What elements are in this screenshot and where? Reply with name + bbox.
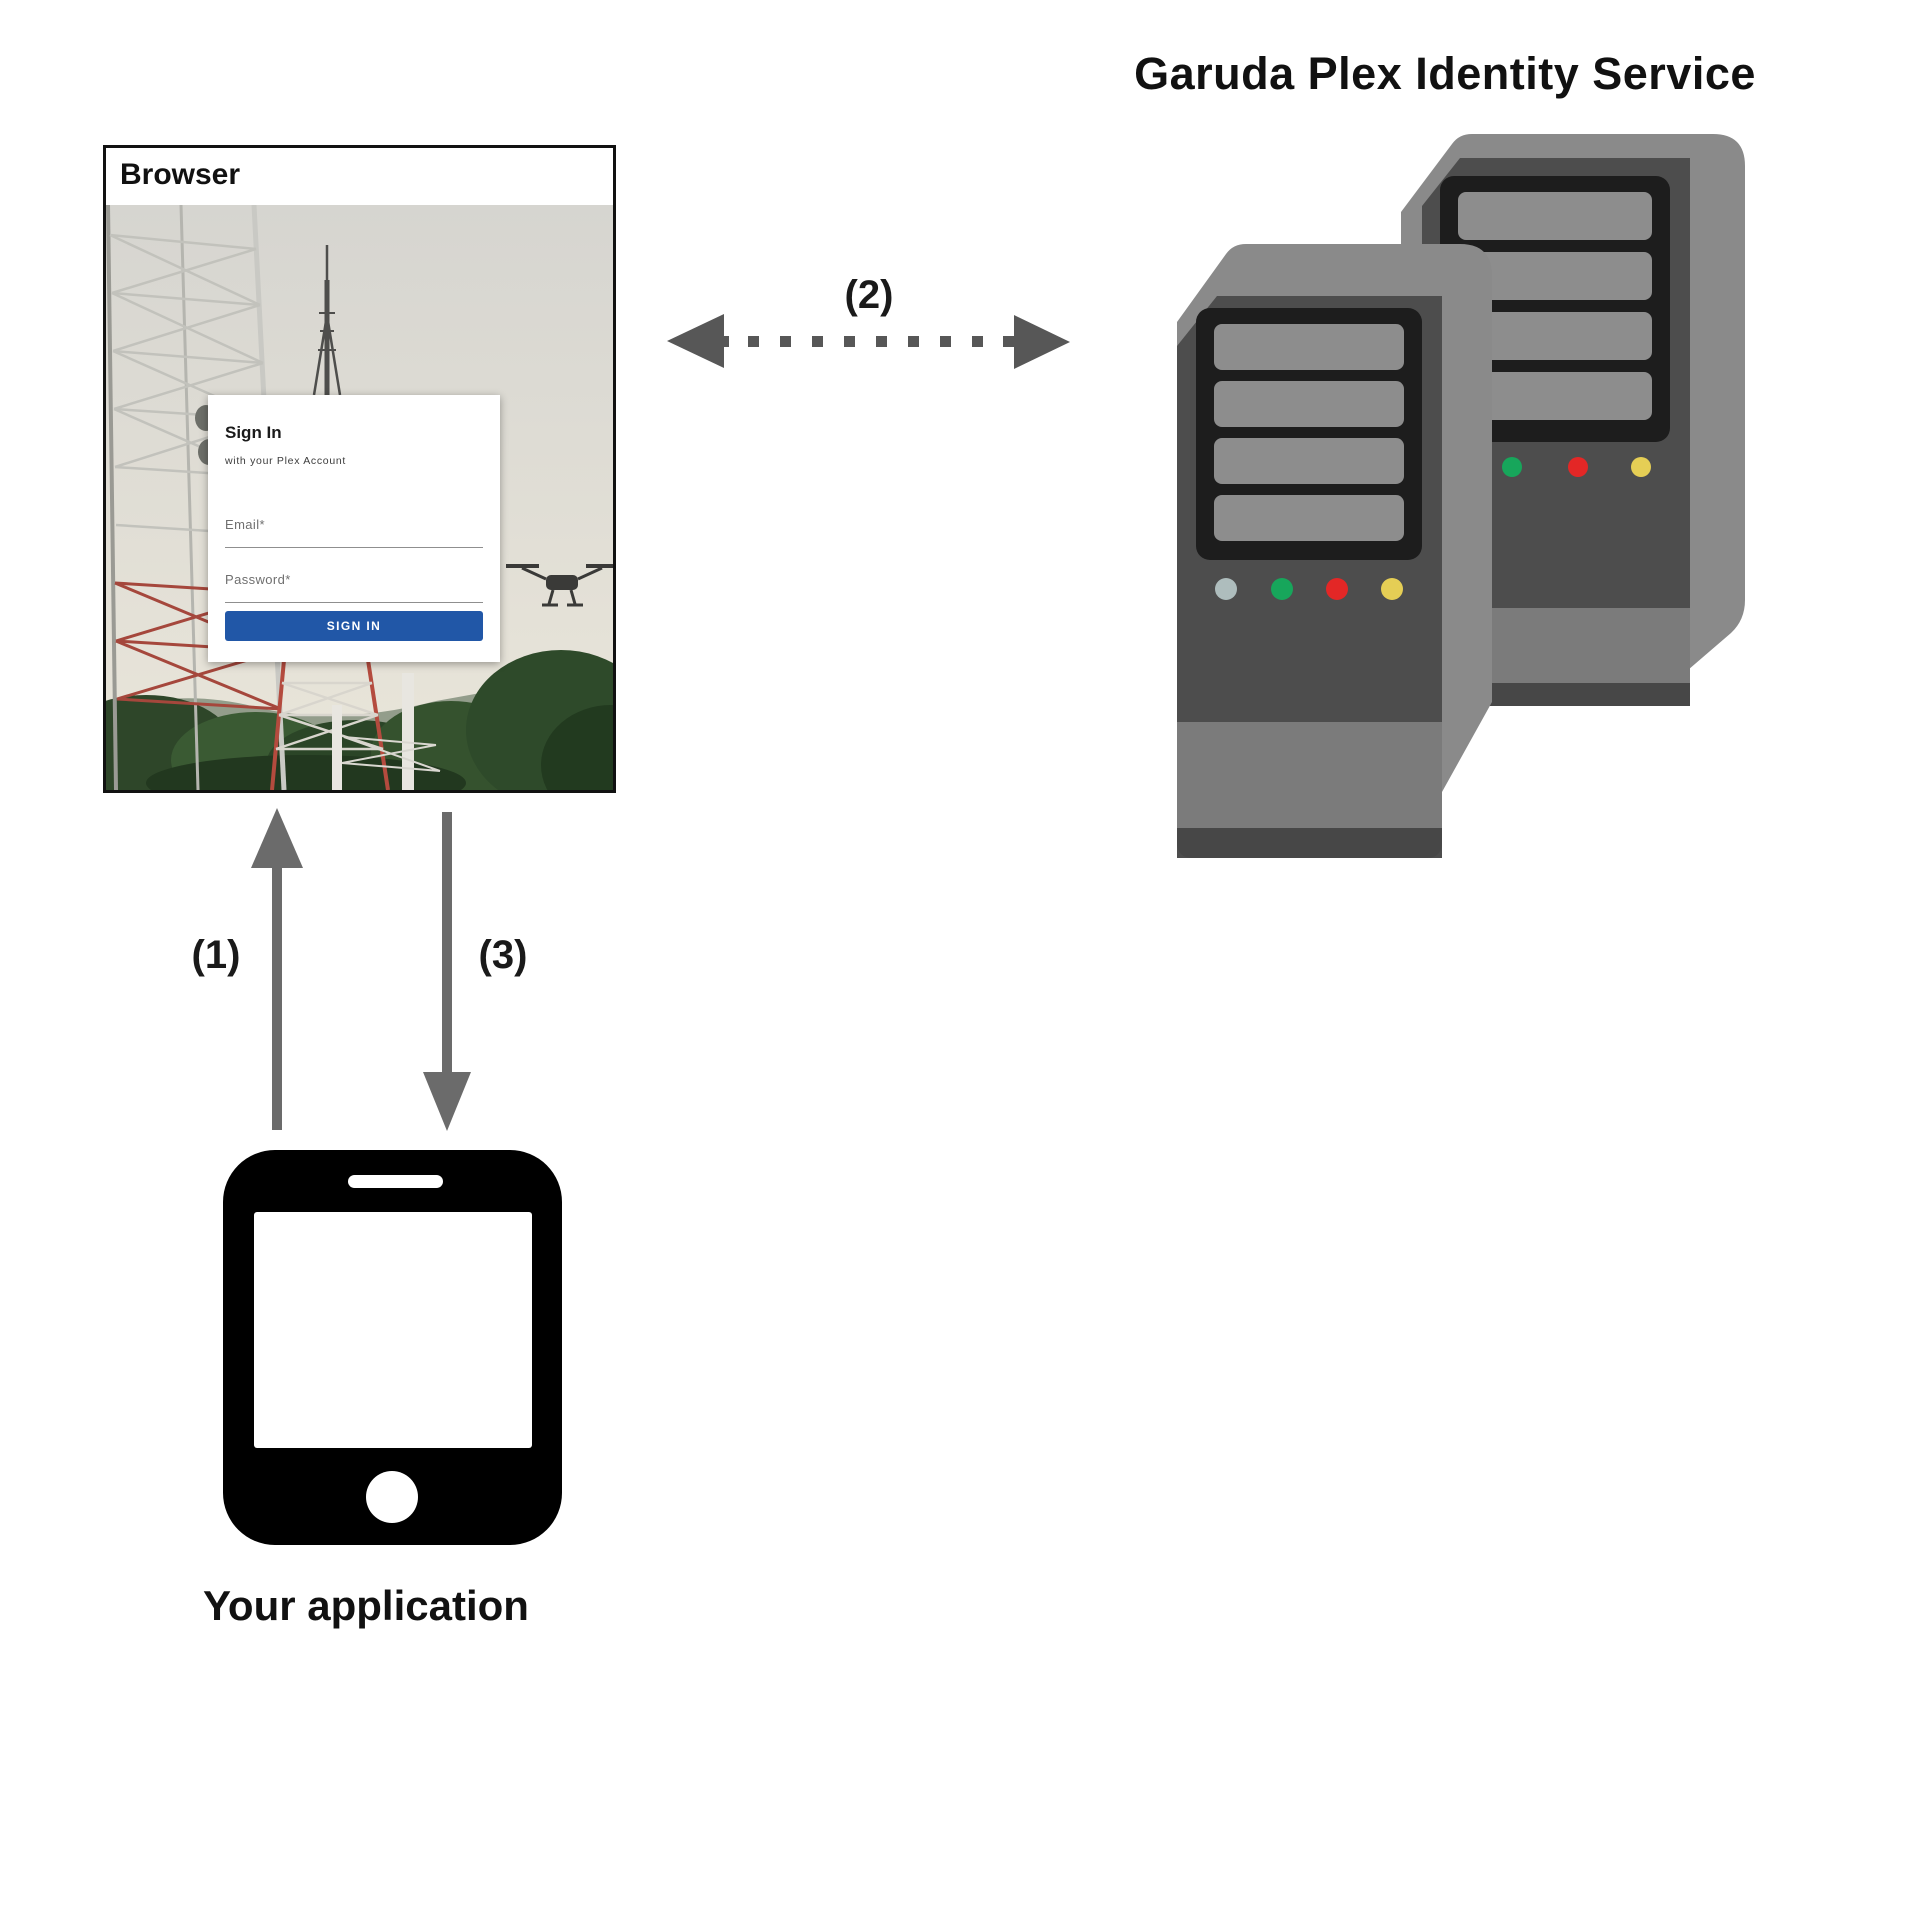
browser-window: Browser — [103, 145, 616, 793]
browser-titlebar: Browser — [106, 148, 613, 205]
step3-down-arrow — [423, 812, 471, 1131]
password-label: Password* — [225, 572, 291, 587]
step2-label: (2) — [845, 273, 894, 317]
sign-in-button[interactable]: SIGN IN — [225, 611, 483, 641]
email-field[interactable] — [225, 533, 483, 548]
server-bay — [1214, 495, 1404, 541]
arrow-down-head — [423, 1072, 471, 1131]
server-bay — [1214, 381, 1404, 427]
server-bay — [1458, 372, 1652, 420]
application-label: Your application — [203, 1582, 529, 1629]
arrow-left-head — [667, 314, 724, 368]
led-green — [1502, 457, 1522, 477]
server-bay — [1214, 324, 1404, 370]
phone-home-button — [366, 1471, 418, 1523]
led-red — [1326, 578, 1348, 600]
signin-heading: Sign In — [225, 423, 282, 442]
arrow-right-head — [1014, 315, 1070, 369]
server-bay — [1458, 252, 1652, 300]
drone-icon — [506, 564, 613, 607]
step2-dotted-arrow — [667, 314, 1070, 369]
step1-label: (1) — [192, 933, 241, 977]
led-red — [1568, 457, 1588, 477]
arrow-up-head — [251, 808, 303, 868]
led-yellow — [1631, 457, 1651, 477]
led-power — [1215, 578, 1237, 600]
identity-server-front-icon — [1177, 244, 1492, 858]
phone-speaker — [348, 1175, 443, 1188]
browser-title: Browser — [120, 158, 241, 191]
led-yellow — [1381, 578, 1403, 600]
identity-service-title: Garuda Plex Identity Service — [1134, 48, 1756, 99]
phone-screen — [254, 1212, 532, 1448]
browser-photo-background — [106, 205, 613, 790]
signin-subheading: with your Plex Account — [225, 455, 347, 467]
led-green — [1271, 578, 1293, 600]
password-field[interactable] — [225, 588, 483, 603]
telecom-mast-center — [312, 245, 342, 396]
signin-card: Sign In with your Plex Account Email* Pa… — [208, 395, 500, 662]
server-bay — [1458, 192, 1652, 240]
server-bay — [1458, 312, 1652, 360]
step1-up-arrow — [251, 808, 303, 1130]
step3-label: (3) — [479, 933, 528, 977]
phone-icon — [223, 1150, 562, 1545]
email-label: Email* — [225, 517, 265, 532]
server-bay — [1214, 438, 1404, 484]
telecom-tower-mid — [270, 659, 441, 790]
